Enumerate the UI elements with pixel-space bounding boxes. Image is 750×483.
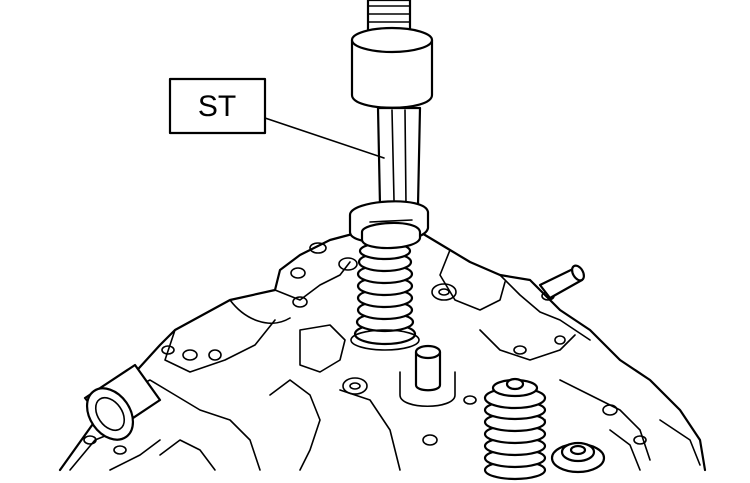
valve-spring-secondary	[483, 377, 547, 481]
valve-retainer-secondary	[550, 441, 606, 474]
callout-box	[168, 77, 267, 135]
special-service-tool	[348, 0, 434, 250]
valve-guide-boss	[399, 344, 456, 408]
callout-label-st: ST	[198, 90, 236, 123]
callout-leader-line	[264, 117, 385, 159]
camshaft-stub	[538, 264, 585, 300]
intake-pipe	[83, 363, 162, 441]
valve-spring-main	[350, 241, 420, 351]
cylinder-head-casting	[58, 230, 707, 472]
callout-st: ST	[168, 77, 385, 159]
